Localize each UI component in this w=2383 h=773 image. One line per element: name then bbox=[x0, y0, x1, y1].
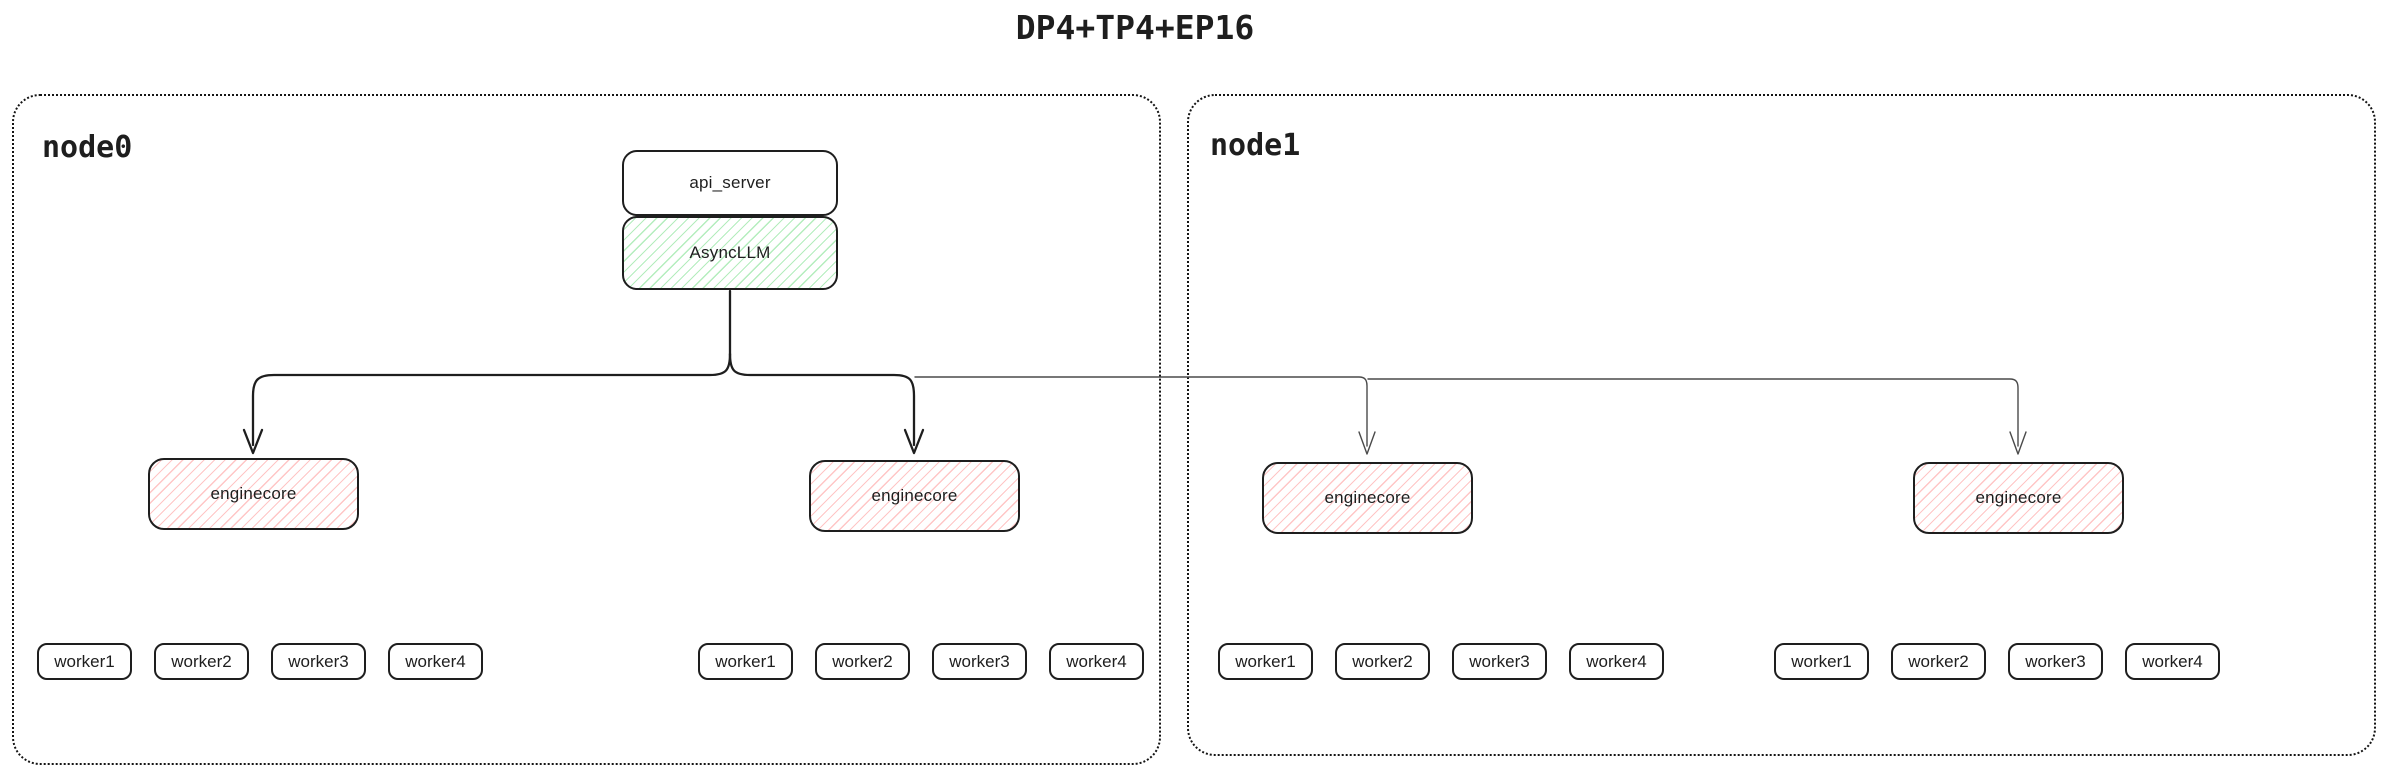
worker-box: worker3 bbox=[271, 643, 366, 680]
node1-label: node1 bbox=[1210, 128, 1301, 163]
api-server-box: api_server bbox=[622, 150, 838, 216]
node0-label: node0 bbox=[42, 130, 133, 165]
node1-enginecore-2: enginecore bbox=[1913, 462, 2124, 534]
diagram-title: DP4+TP4+EP16 bbox=[1015, 8, 1255, 47]
async-llm-box: AsyncLLM bbox=[622, 216, 838, 290]
worker-box: worker4 bbox=[2125, 643, 2220, 680]
node0-worker-group-1: worker1 worker2 worker3 worker4 bbox=[37, 643, 483, 680]
node1-worker-group-2: worker1 worker2 worker3 worker4 bbox=[1774, 643, 2220, 680]
node0-enginecore-2: enginecore bbox=[809, 460, 1020, 532]
worker-box: worker2 bbox=[1891, 643, 1986, 680]
worker-box: worker2 bbox=[154, 643, 249, 680]
worker-box: worker2 bbox=[1335, 643, 1430, 680]
node1-enginecore-1: enginecore bbox=[1262, 462, 1473, 534]
node1-worker-group-1: worker1 worker2 worker3 worker4 bbox=[1218, 643, 1664, 680]
worker-box: worker3 bbox=[1452, 643, 1547, 680]
worker-box: worker4 bbox=[1569, 643, 1664, 680]
worker-box: worker1 bbox=[1218, 643, 1313, 680]
worker-box: worker1 bbox=[1774, 643, 1869, 680]
worker-box: worker4 bbox=[1049, 643, 1144, 680]
worker-box: worker4 bbox=[388, 643, 483, 680]
worker-box: worker1 bbox=[37, 643, 132, 680]
worker-box: worker3 bbox=[932, 643, 1027, 680]
node0-worker-group-2: worker1 worker2 worker3 worker4 bbox=[698, 643, 1144, 680]
node0-enginecore-1: enginecore bbox=[148, 458, 359, 530]
worker-box: worker1 bbox=[698, 643, 793, 680]
worker-box: worker2 bbox=[815, 643, 910, 680]
worker-box: worker3 bbox=[2008, 643, 2103, 680]
